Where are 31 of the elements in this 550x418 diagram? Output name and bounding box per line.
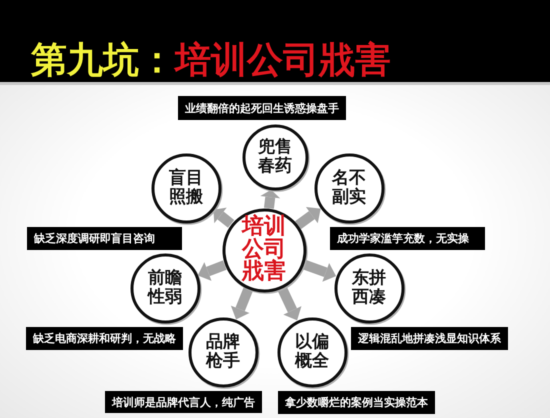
label-banner: 缺乏深度调研即盲目咨询 [27,227,182,250]
topic-circle [274,314,350,390]
label-banner: 拿少数嚼烂的案例当实操范本 [278,391,435,414]
topic-label: 东拼西凑 [351,269,387,307]
label-banner: 逻辑混乱地拼凑浅显知识体系 [351,327,508,350]
label-banner: 业绩翻倍的起死回生诱惑操盘手 [178,96,346,120]
arrow [230,287,253,320]
arrow [260,190,280,209]
topic-circle [128,250,202,326]
topic-circle [312,150,386,226]
hub-label: 培训公司戕害 [240,216,287,284]
hub-circle [220,206,308,294]
label-banner: 缺乏电商深耕和研判，无战略 [26,327,183,350]
topic-label: 前瞻性弱 [147,269,183,307]
arrow [213,208,234,228]
topic-label: 盲目照搬 [168,169,204,207]
topic-circle [332,250,406,326]
page-title: 第九坑：培训公司戕害 [31,40,391,82]
arrow [302,260,336,282]
topic-circle [240,122,310,192]
label-banner: 培训师是品牌代言人，纯广告 [105,391,262,413]
arrow [198,260,227,281]
topic-circle [186,314,260,390]
topic-label: 以偏概全 [294,333,330,371]
topic-label: 名不副实 [331,169,367,207]
arrow [294,207,321,230]
topic-circle [148,150,224,226]
topic-label: 兜售春药 [257,138,293,176]
topic-label: 品牌枪手 [205,333,241,371]
label-banner: 成功学家滥竽充数，无实操 [330,227,485,250]
arrow [277,286,302,320]
